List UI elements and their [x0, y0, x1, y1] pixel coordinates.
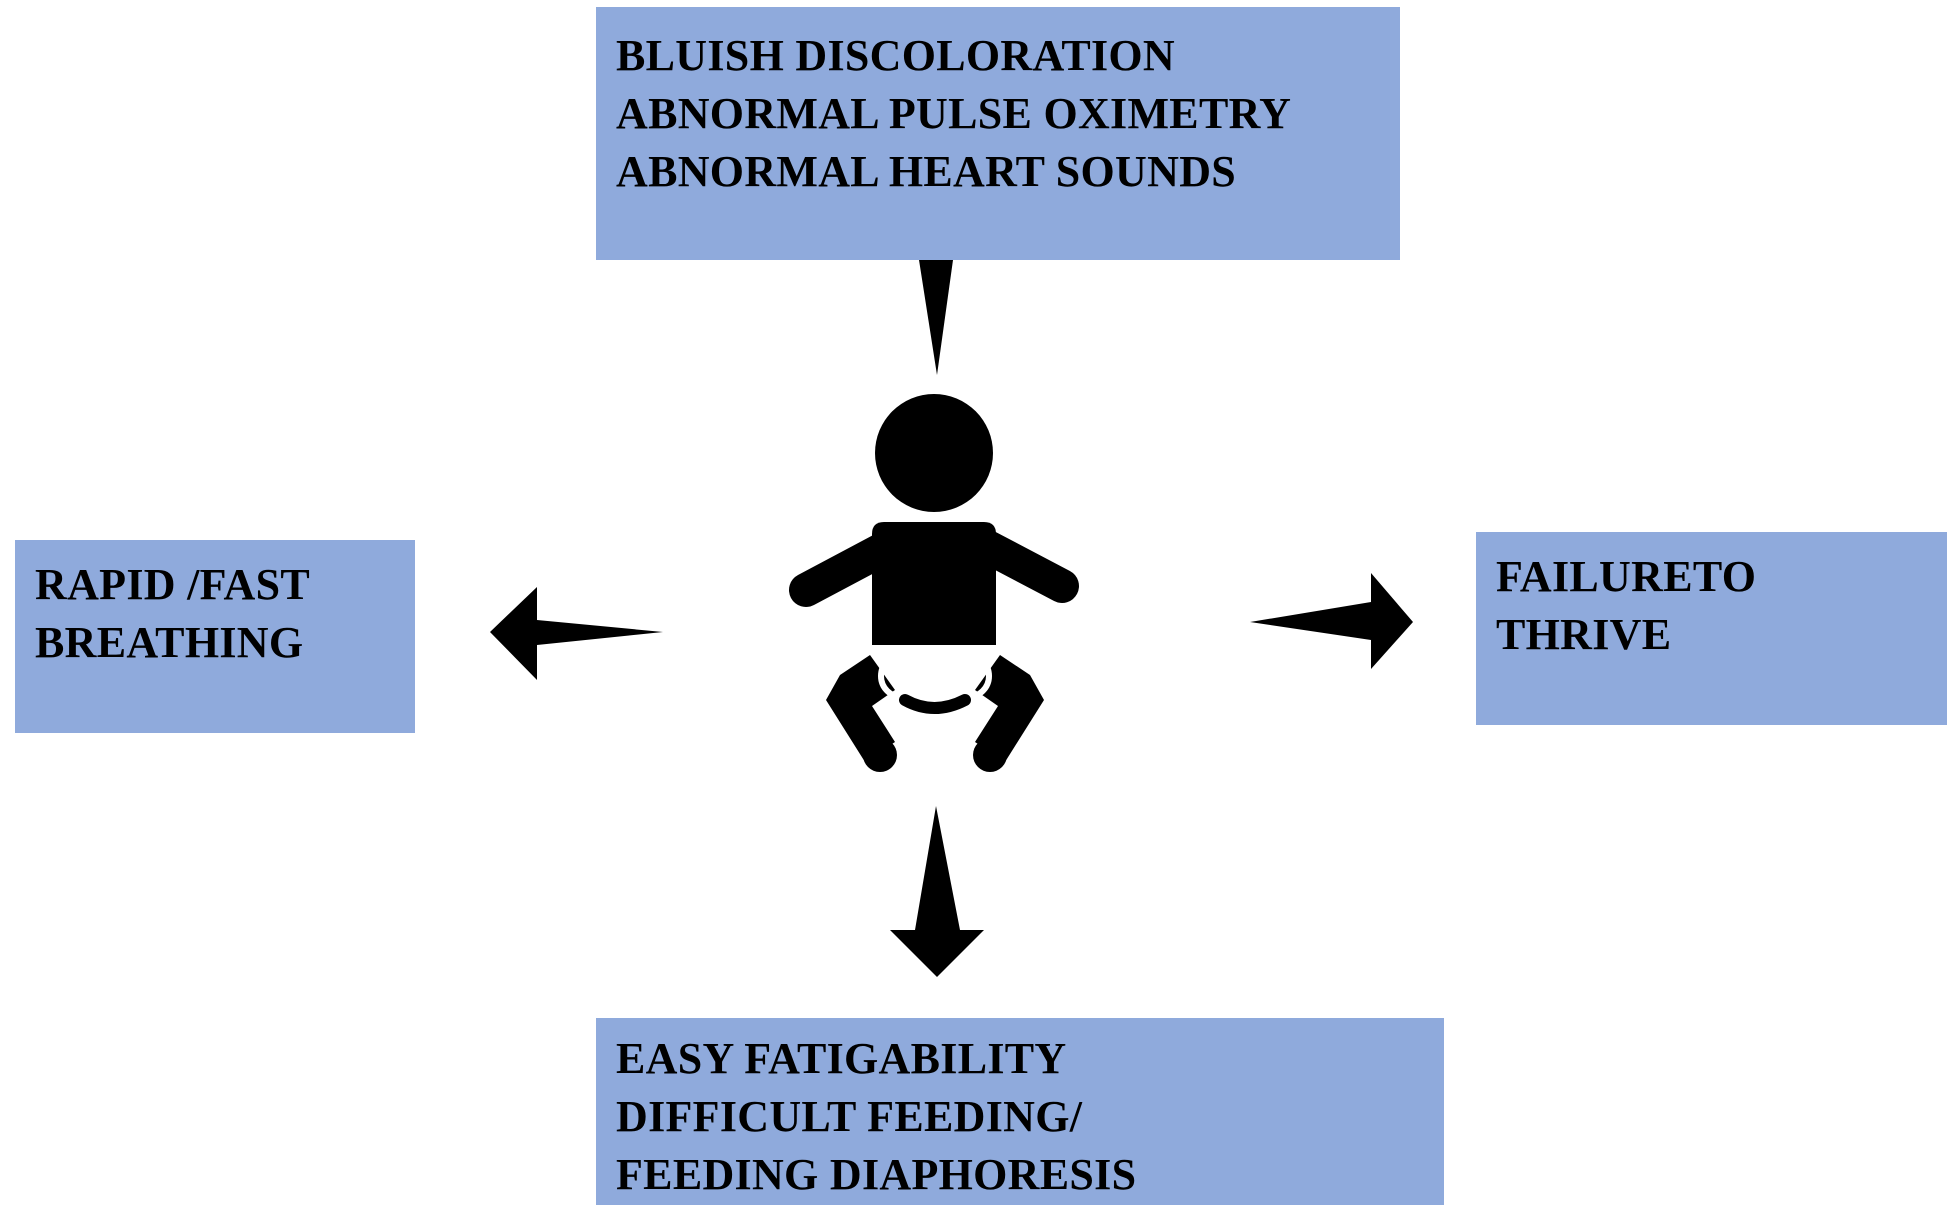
symptom-line: FEEDING DIAPHORESIS [616, 1150, 1137, 1199]
symptom-line: DIFFICULT FEEDING/ [616, 1092, 1083, 1141]
arrow-down [890, 806, 984, 977]
arrow-right [1250, 573, 1413, 669]
symptom-box-bottom: EASY FATIGABILITY DIFFICULT FEEDING/ FEE… [596, 1018, 1444, 1205]
symptom-box-right: FAILURETO THRIVE [1476, 532, 1947, 725]
symptom-line: ABNORMAL PULSE OXIMETRY [616, 89, 1292, 138]
arrow-left [490, 587, 663, 680]
symptom-line: ABNORMAL HEART SOUNDS [616, 147, 1237, 196]
symptom-box-left: RAPID /FAST BREATHING [15, 540, 415, 733]
symptom-line: BLUISH DISCOLORATION [616, 31, 1175, 80]
symptom-box-top: BLUISH DISCOLORATION ABNORMAL PULSE OXIM… [596, 7, 1400, 260]
symptom-line: RAPID /FAST [35, 560, 311, 609]
baby-icon [789, 394, 1079, 772]
symptom-line: THRIVE [1496, 610, 1672, 659]
symptom-line: FAILURETO [1496, 552, 1757, 601]
symptom-line: BREATHING [35, 618, 304, 667]
symptom-line: EASY FATIGABILITY [616, 1034, 1067, 1083]
arrow-up-connector [919, 260, 953, 375]
